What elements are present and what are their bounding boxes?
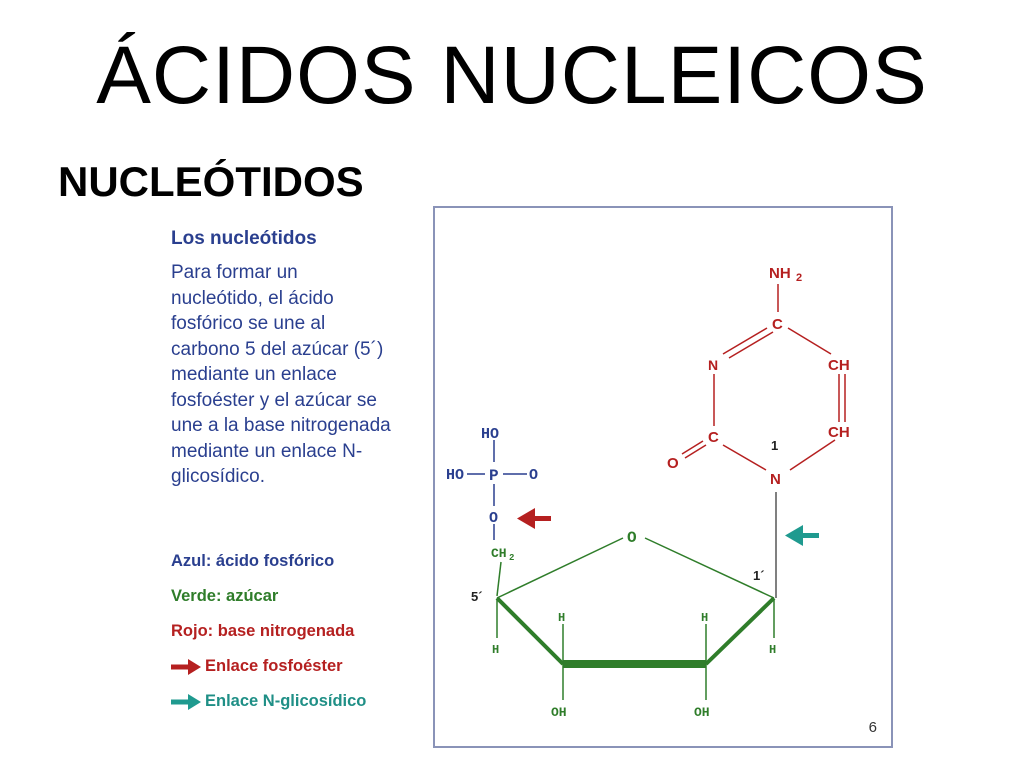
legend-text-phosphate: Azul: ácido fosfórico xyxy=(171,552,335,570)
legend-item-phosphoester: Enlace fosfoéster xyxy=(171,649,366,684)
sugar-ring-oxygen-label: O xyxy=(627,529,637,547)
legend-text-base: Rojo: base nitrogenada xyxy=(171,622,355,640)
sugar-h-right-label: H xyxy=(769,643,776,657)
legend-item-sugar: Verde: azúcar xyxy=(171,579,366,614)
phosphate-ho-left-label: HO xyxy=(446,467,464,484)
red-arrow-icon xyxy=(171,658,201,675)
para-line-7: une a la base nitrogenada xyxy=(171,415,391,436)
sugar-ch2-label: CH xyxy=(491,546,507,561)
phosphoester-arrow-icon xyxy=(517,508,551,529)
slide-subtitle: NUCLEÓTIDOS xyxy=(58,158,364,205)
legend-text-glycosidic: Enlace N-glicosídico xyxy=(205,692,367,710)
phosphate-p-label: P xyxy=(489,467,499,485)
para-line-4: carbono 5 del azúcar (5´) xyxy=(171,337,421,363)
base-n-left-label: N xyxy=(708,357,718,373)
sugar-h-mid-left-label: H xyxy=(558,611,565,625)
base-nh2-label: NH xyxy=(769,265,791,282)
sugar-h-left-label: H xyxy=(492,643,499,657)
base-ch-top-label: CH xyxy=(828,357,850,374)
base-ch-bottom-label: CH xyxy=(828,424,850,441)
explanation-panel: Los nucleótidos Para formar un nucleótid… xyxy=(165,222,425,490)
base-nh2-subscript: 2 xyxy=(796,272,802,284)
legend-text-phosphoester: Enlace fosfoéster xyxy=(205,657,343,675)
nucleotide-structure-svg: NH 2 C N CH C CH O N 1 HO HO P O O CH 2 xyxy=(446,265,850,720)
sugar-oh-right-label: OH xyxy=(694,705,710,720)
sugar-oh-left-label: OH xyxy=(551,705,567,720)
nucleotide-diagram: NH 2 C N CH C CH O N 1 HO HO P O O CH 2 xyxy=(433,206,893,748)
base-c-top-label: C xyxy=(772,316,783,333)
para-line-6: fosfoéster y el azúcar se xyxy=(171,389,377,411)
nitrogenous-base xyxy=(681,284,846,471)
phosphate-o-bottom-label: O xyxy=(489,510,498,527)
panel-paragraph: Para formar un nucleótido, el ácido fosf… xyxy=(171,260,421,490)
para-line-8: mediante un enlace N- xyxy=(171,440,363,462)
legend-item-glycosidic: Enlace N-glicosídico xyxy=(171,684,366,719)
phosphate-group xyxy=(467,440,527,540)
legend-item-phosphate: Azul: ácido fosfórico xyxy=(171,544,366,579)
teal-arrow-icon xyxy=(171,693,201,710)
sugar-ring xyxy=(495,537,776,700)
para-line-5: mediante un enlace xyxy=(171,364,337,385)
panel-heading: Los nucleótidos xyxy=(171,228,317,249)
legend-item-base: Rojo: base nitrogenada xyxy=(171,614,366,649)
para-line-1: Para formar un xyxy=(171,262,298,283)
legend-text-sugar: Verde: azúcar xyxy=(171,587,279,605)
phosphate-ho-top-label: HO xyxy=(481,426,499,443)
slide-page-number: 6 xyxy=(868,719,877,736)
para-line-9: glicosídico. xyxy=(171,466,265,487)
sugar-c5-label: 5´ xyxy=(471,589,483,604)
sugar-ch2-subscript: 2 xyxy=(509,553,514,563)
base-c-left-label: C xyxy=(708,429,719,446)
base-n-bottom-label: N xyxy=(770,471,781,488)
phosphate-o-right-label: O xyxy=(529,467,538,484)
para-line-3: fosfórico se une al xyxy=(171,313,326,334)
para-line-4-text: carbono 5 del azúcar xyxy=(171,338,349,360)
carbon-5-note: (5´) xyxy=(353,338,384,360)
base-position-1-label: 1 xyxy=(771,438,778,453)
color-legend: Azul: ácido fosfórico Verde: azúcar Rojo… xyxy=(171,544,366,719)
glycosidic-arrow-icon xyxy=(785,525,819,546)
sugar-h-mid-right-label: H xyxy=(701,611,708,625)
para-line-2: nucleótido, el ácido xyxy=(171,287,334,309)
base-o-label: O xyxy=(667,455,679,472)
slide-title: ÁCIDOS NUCLEICOS xyxy=(96,30,928,121)
sugar-c1-label: 1´ xyxy=(753,568,765,583)
